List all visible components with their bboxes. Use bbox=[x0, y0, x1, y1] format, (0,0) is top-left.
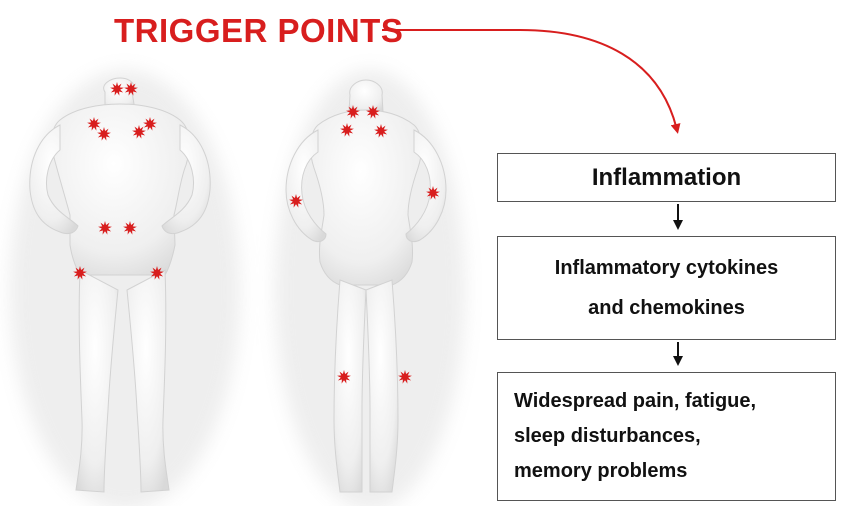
cytokines-text: Inflammatory cytokines and chemokines bbox=[555, 248, 778, 328]
cytokines-line-2: and chemokines bbox=[555, 288, 778, 328]
trigger-points-title: TRIGGER POINTS bbox=[114, 12, 403, 50]
inflammation-label: Inflammation bbox=[592, 164, 741, 192]
symptoms-box: Widespread pain, fatigue, sleep disturba… bbox=[497, 372, 836, 501]
inflammation-box: Inflammation bbox=[497, 153, 836, 202]
symptoms-line-1: Widespread pain, fatigue, bbox=[514, 384, 756, 419]
symptoms-line-2: sleep disturbances, bbox=[514, 419, 756, 454]
cytokines-line-1: Inflammatory cytokines bbox=[555, 248, 778, 288]
cytokines-box: Inflammatory cytokines and chemokines bbox=[497, 236, 836, 340]
symptoms-line-3: memory problems bbox=[514, 454, 756, 489]
symptoms-text: Widespread pain, fatigue, sleep disturba… bbox=[514, 384, 756, 489]
